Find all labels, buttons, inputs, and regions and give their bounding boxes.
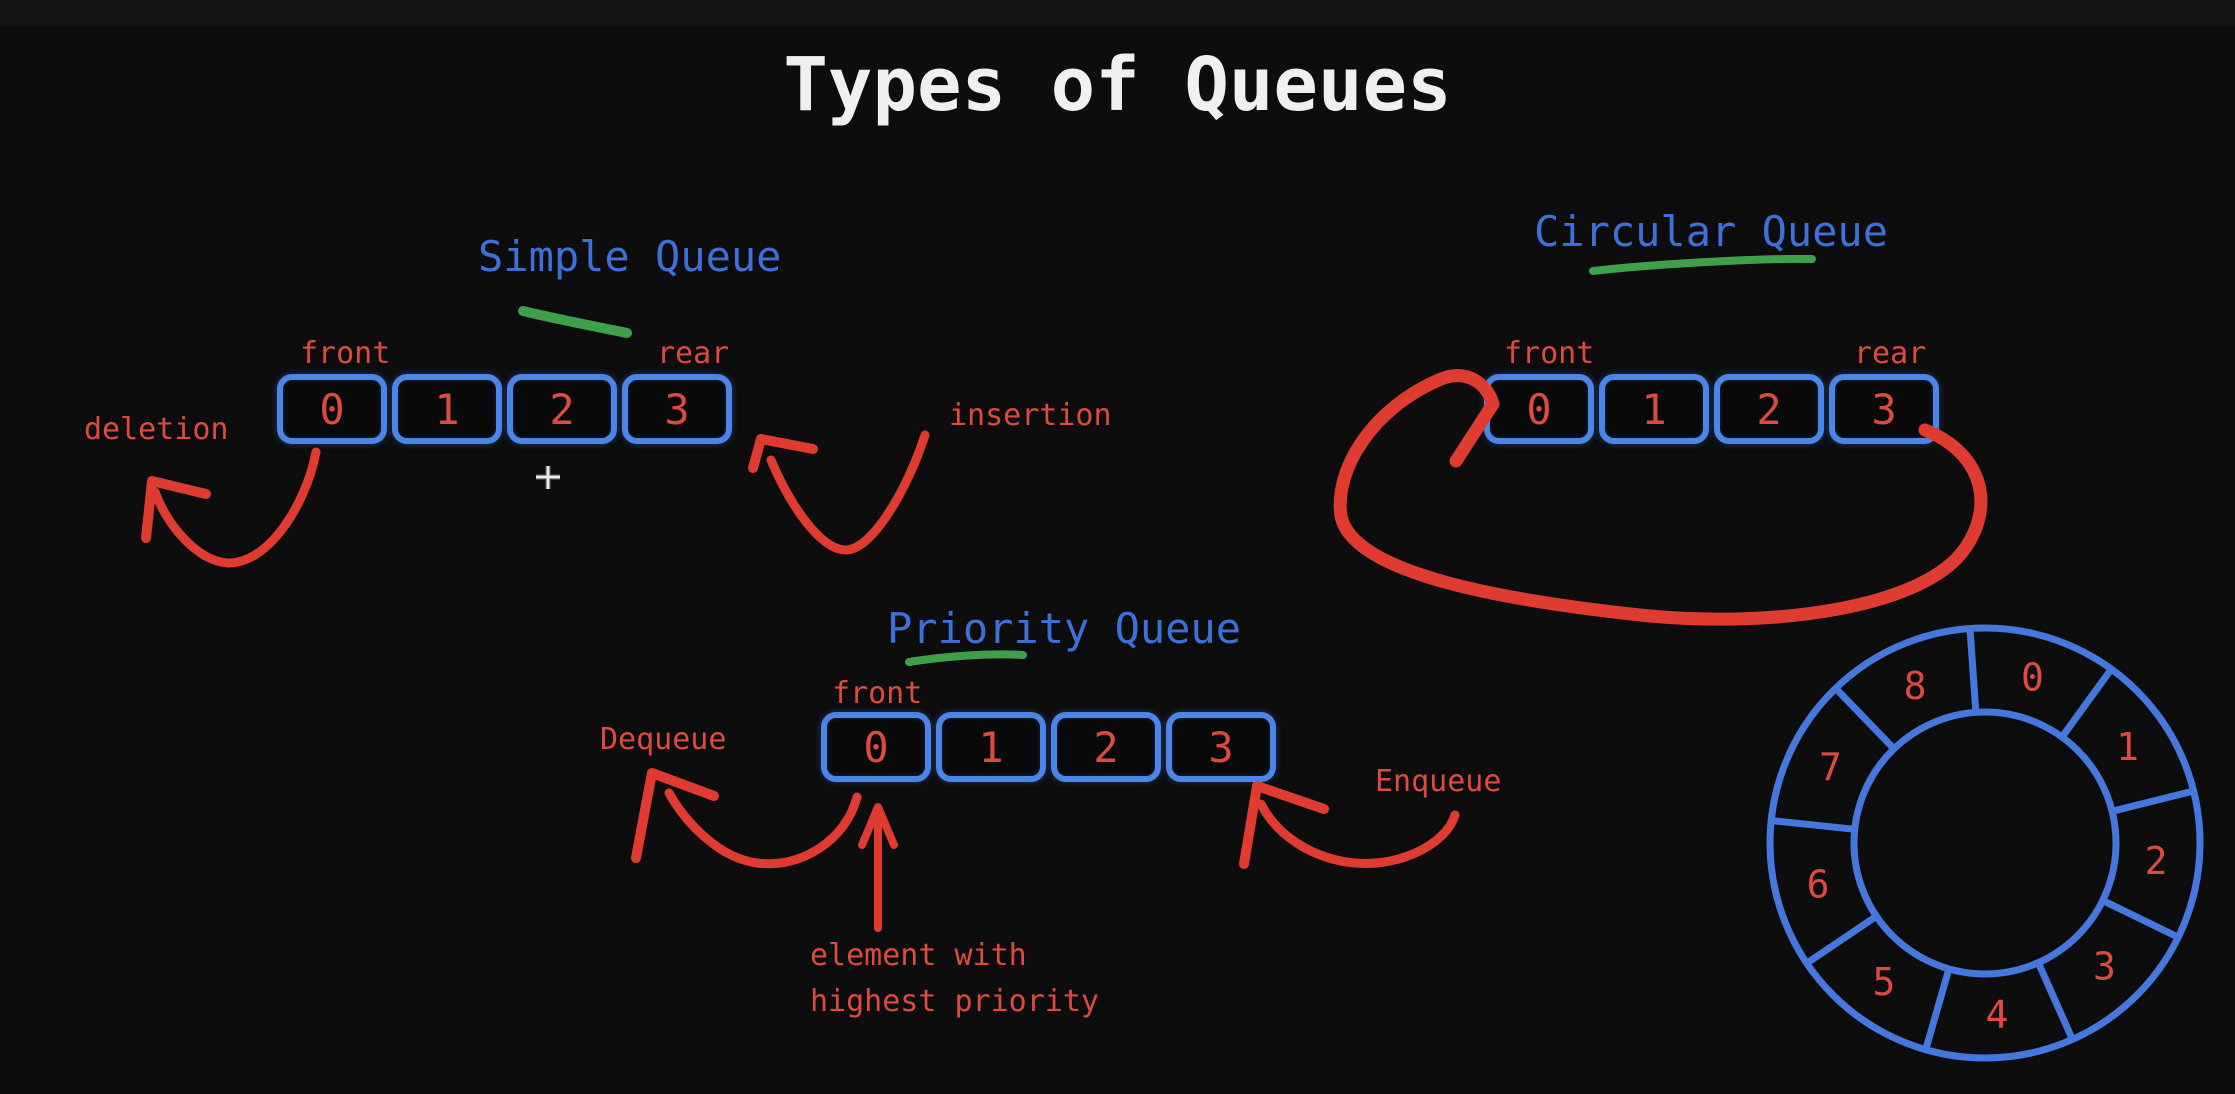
caption-line-2: highest priority [810,984,1099,1019]
circular-heading-underline [1589,254,1816,275]
ring-slot-number: 2 [2145,839,2168,883]
circular-rear-label: rear [1854,336,1927,371]
ring-segment-divider [1770,817,1856,833]
enqueue-label: Enqueue [1375,764,1502,799]
simple-front-label: front [300,336,391,371]
ring-slot-number: 8 [1904,664,1927,708]
queue-cell: 1 [392,374,502,444]
ring-slot-number: 6 [1807,863,1830,907]
queue-cell: 3 [622,374,732,444]
queue-cell: 0 [277,374,387,444]
queue-cell: 3 [1829,374,1939,444]
cursor-crosshair [536,466,560,489]
simple-rear-label: rear [657,336,730,371]
deletion-arrow [141,447,321,568]
ring-segment-divider [2035,961,2076,1041]
queue-cell: 1 [1599,374,1709,444]
ring-segment-divider [2101,897,2180,941]
ring-slot-number: 1 [2116,725,2139,769]
dequeue-label: Dequeue [600,722,727,757]
ring-segment-divider [1922,967,1953,1051]
ring-segment-divider [1966,628,1980,713]
ring-slot-number: 0 [2021,656,2044,700]
caption-line-1: element with [810,938,1027,973]
ring-segment-divider [1804,913,1879,967]
top-letterbox-band [0,0,2235,26]
ring-segment-divider [1833,685,1897,752]
deletion-label: deletion [84,412,229,447]
queue-cell: 0 [821,712,931,782]
insertion-label: insertion [949,398,1112,433]
queue-cell: 2 [1051,712,1161,782]
priority-front-label: front [832,676,923,711]
queue-cell: 1 [936,712,1046,782]
circular-front-label: front [1504,336,1595,371]
ring-outer-circle [1766,624,2204,1062]
ring-slot-number: 7 [1819,746,1842,790]
queue-cell: 0 [1484,374,1594,444]
circular-buffer-ring: 0 1 2 3 4 5 6 7 8 [1766,624,2204,1062]
ring-segment-divider [2111,787,2195,815]
ring-segment-divider [2059,667,2115,740]
insertion-arrow [748,430,930,555]
queue-cell: 3 [1166,712,1276,782]
ring-slot-number: 3 [2093,945,2116,989]
queue-cell: 2 [507,374,617,444]
simple-heading-underline [518,306,632,338]
priority-queue-heading: Priority Queue [887,604,1242,653]
ring-inner-circle [1850,708,2120,978]
dequeue-arrow [631,768,862,869]
simple-queue-heading: Simple Queue [478,232,782,281]
priority-heading-underline [905,650,1027,666]
ring-slot-number: 4 [1986,993,2009,1037]
page-title: Types of Queues [783,42,1452,128]
ring-slot-number: 5 [1872,960,1895,1004]
queue-cell: 2 [1714,374,1824,444]
highest-priority-caption: element with highest priority [810,933,1099,1025]
highest-priority-arrow [858,803,898,932]
circular-queue-heading: Circular Queue [1534,207,1889,256]
